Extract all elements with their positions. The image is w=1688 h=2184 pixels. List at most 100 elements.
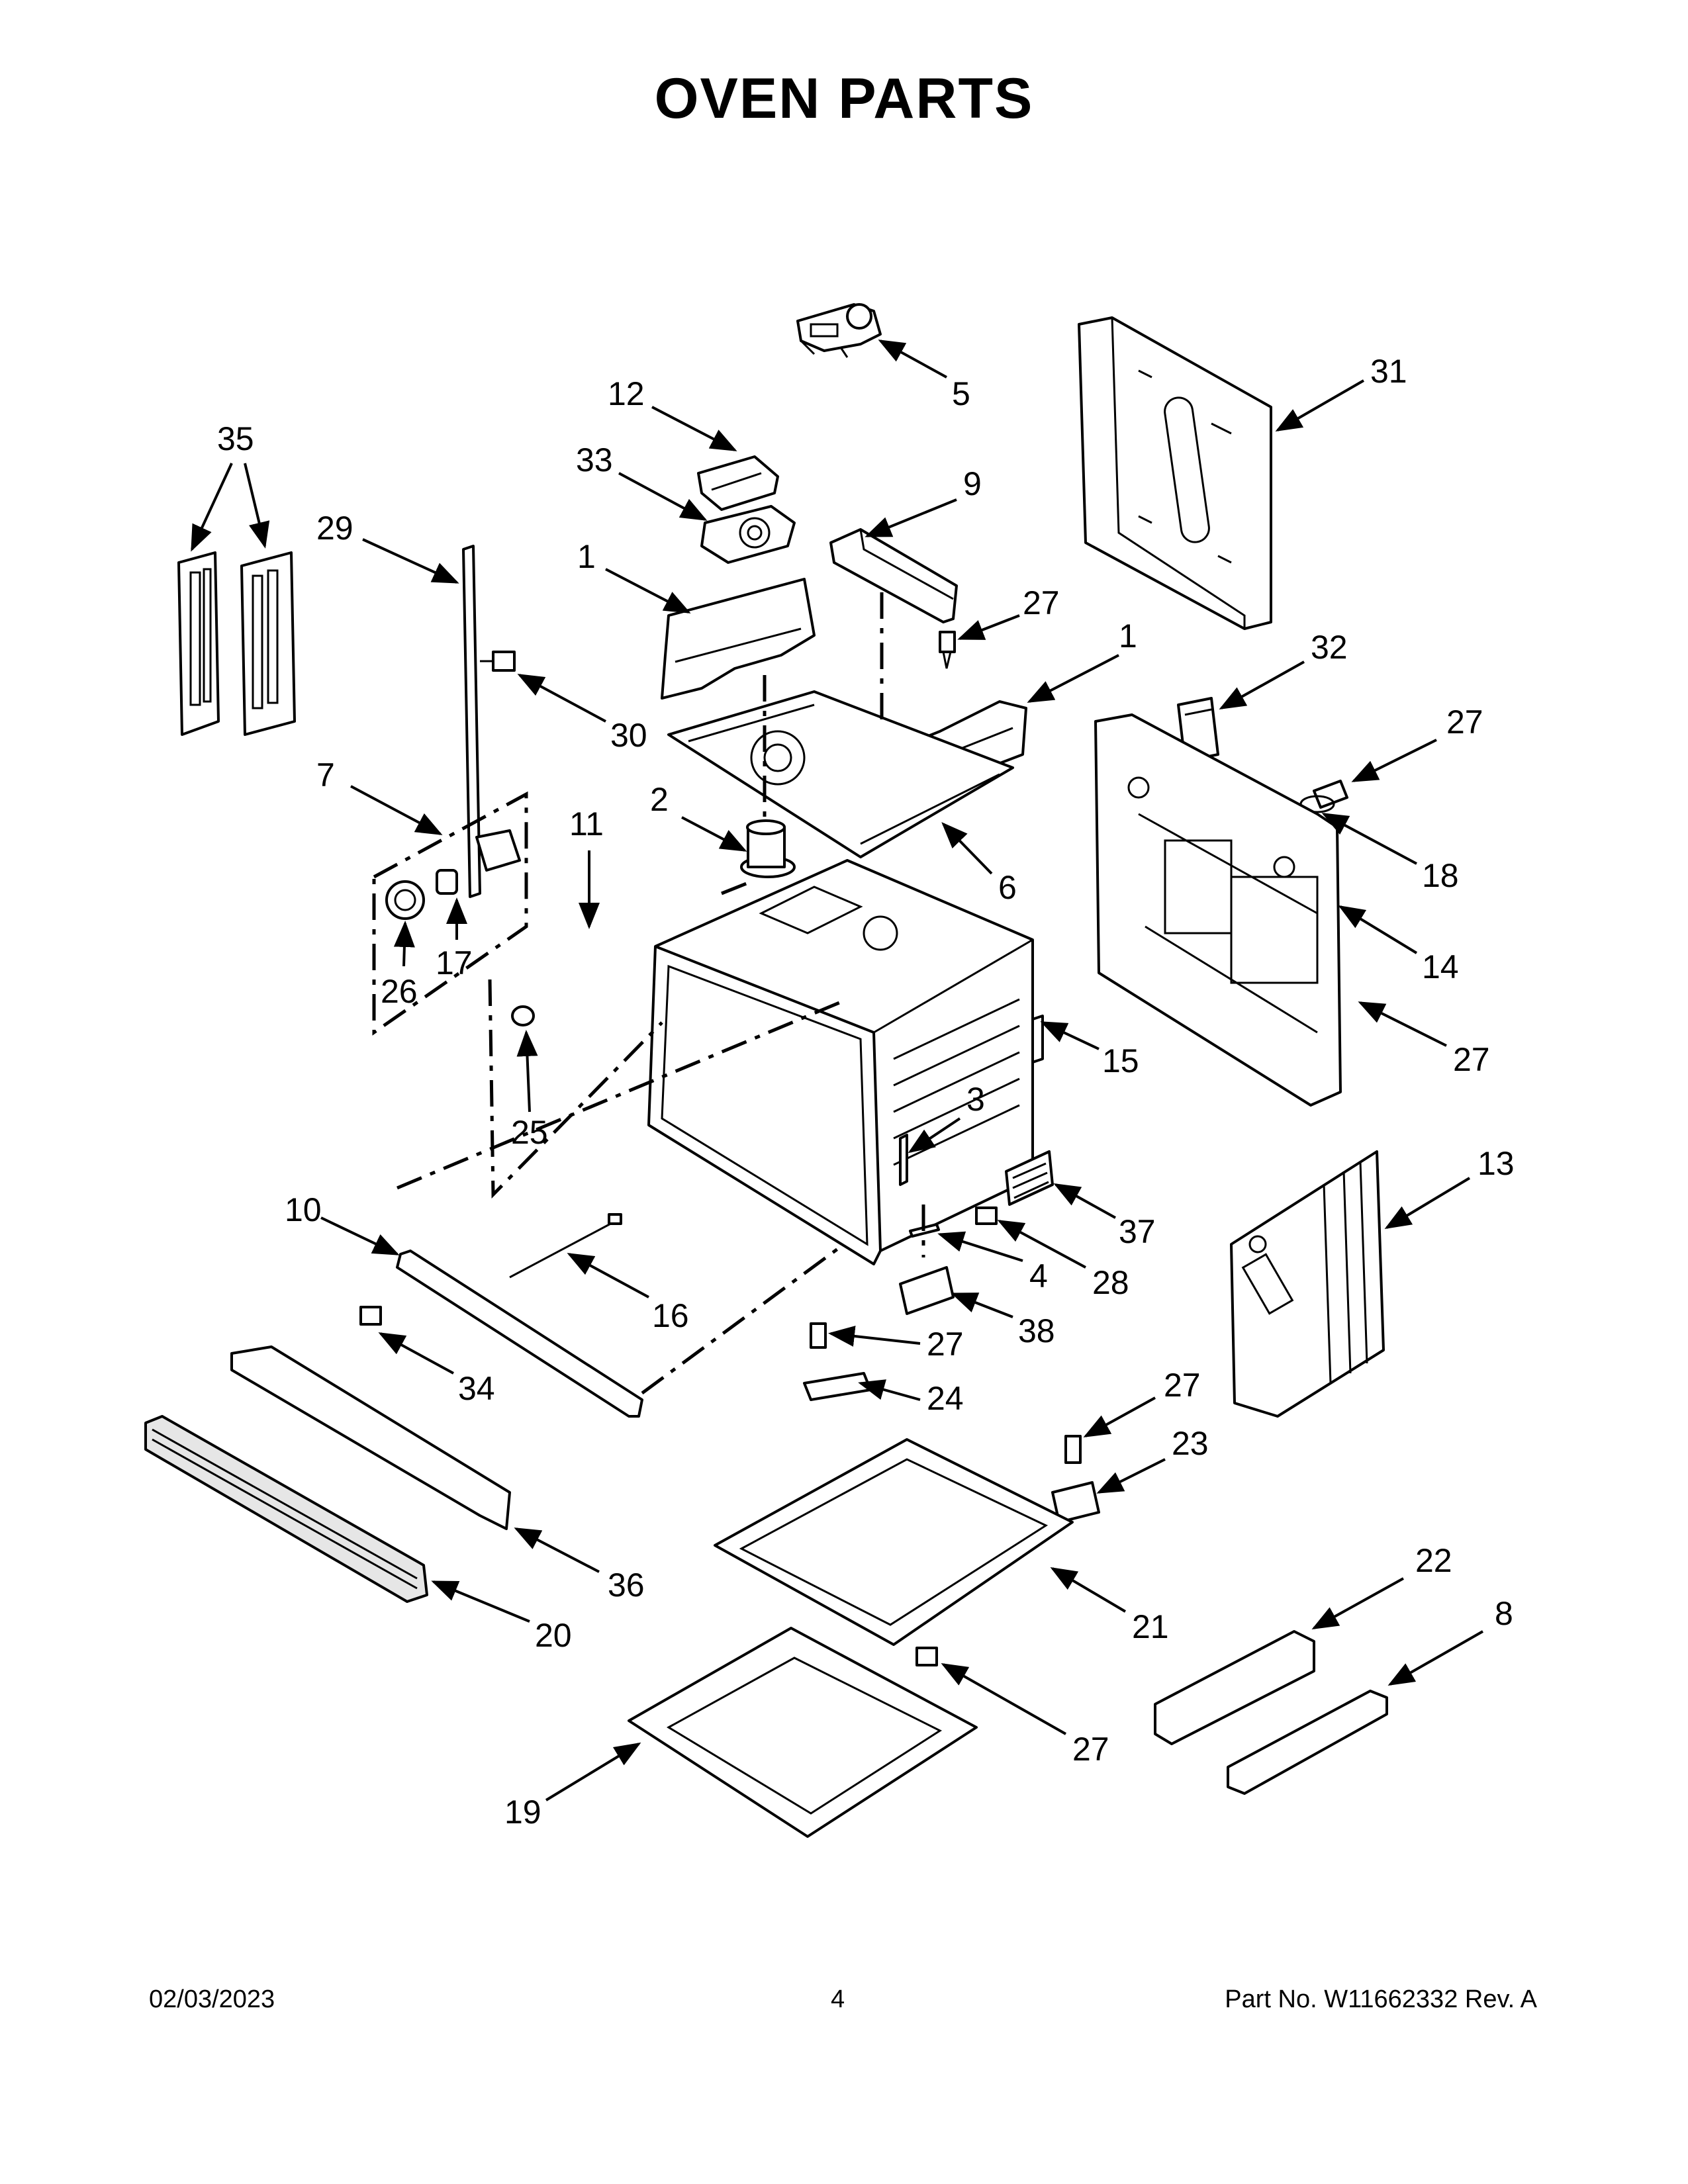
part-23-bracket (1051, 1435, 1100, 1524)
part-30-screw (480, 651, 516, 672)
svg-text:14: 14 (1422, 948, 1459, 985)
part-29-gasket-strip (462, 545, 481, 898)
footer-page-number: 4 (831, 1985, 845, 2013)
svg-text:19: 19 (504, 1794, 541, 1831)
svg-text:8: 8 (1495, 1595, 1513, 1632)
page-title: OVEN PARTS (654, 67, 1034, 130)
callout-18: 18 (1321, 813, 1459, 894)
part-33-fan-shroud (700, 505, 796, 564)
svg-text:24: 24 (927, 1380, 964, 1417)
svg-text:25: 25 (511, 1114, 548, 1151)
callout-35: 35 (191, 420, 270, 552)
svg-text:38: 38 (1018, 1312, 1055, 1349)
callout-29: 29 (316, 510, 459, 584)
svg-text:36: 36 (608, 1567, 645, 1604)
svg-text:29: 29 (316, 510, 353, 547)
svg-text:1: 1 (577, 538, 596, 575)
svg-text:35: 35 (217, 420, 254, 457)
callout-6: 6 (941, 822, 1017, 906)
svg-text:20: 20 (535, 1617, 572, 1654)
callout-37: 37 (1053, 1183, 1156, 1250)
callout-38: 38 (951, 1293, 1055, 1349)
part-8-rail (1227, 1690, 1388, 1795)
callout-13: 13 (1384, 1145, 1515, 1230)
svg-text:11: 11 (569, 805, 604, 842)
part-25-plug (511, 1005, 535, 1026)
callout-12: 12 (608, 375, 737, 451)
callout-33: 33 (576, 441, 708, 521)
part-11-oven-cavity (647, 859, 1034, 1265)
svg-text:21: 21 (1132, 1608, 1169, 1645)
part-28-screw (975, 1206, 998, 1225)
part-7-knob-assembly (385, 829, 521, 920)
callout-3: 3 (908, 1081, 985, 1154)
callout-4: 4 (937, 1231, 1048, 1295)
part-38-bracket (899, 1266, 955, 1315)
part-36-lower-trim (230, 1345, 511, 1530)
part-34-screw (359, 1306, 382, 1326)
svg-text:10: 10 (285, 1191, 322, 1228)
callout-15: 15 (1040, 1021, 1139, 1079)
svg-text:3: 3 (966, 1081, 985, 1118)
callout-30: 30 (517, 674, 647, 754)
svg-text:23: 23 (1172, 1425, 1209, 1462)
callout-34: 34 (378, 1332, 495, 1407)
part-21-bottom-frame (714, 1438, 1074, 1646)
callout-23: 23 (1096, 1425, 1209, 1494)
part-12-bracket (697, 455, 779, 511)
svg-text:34: 34 (458, 1370, 495, 1407)
part-9-top-bracket (829, 528, 958, 623)
part-14-side-panel (1094, 713, 1342, 1107)
callout-1a: 1 (577, 538, 691, 614)
callouts: 5 31 12 35 33 9 29 1 27 1 32 30 27 7 2 1… (191, 340, 1515, 1831)
part-27-screw-lower (915, 1647, 938, 1666)
part-37-vent-filter (1005, 1150, 1054, 1206)
callout-8: 8 (1387, 1595, 1513, 1686)
callout-5: 5 (878, 340, 970, 412)
callout-16: 16 (567, 1253, 689, 1334)
callout-27c: 27 (1358, 1001, 1490, 1078)
svg-text:13: 13 (1477, 1145, 1515, 1182)
callout-24: 24 (858, 1379, 964, 1417)
callout-21: 21 (1050, 1567, 1169, 1645)
part-6-top-plate (667, 690, 1014, 858)
callout-27e: 27 (1083, 1367, 1201, 1437)
svg-text:27: 27 (1453, 1041, 1490, 1078)
svg-text:31: 31 (1370, 353, 1407, 390)
svg-text:32: 32 (1311, 629, 1348, 666)
svg-text:16: 16 (652, 1297, 689, 1334)
svg-text:1: 1 (1119, 617, 1137, 655)
part-16-sensor-probe (509, 1213, 622, 1279)
part-24-bracket (803, 1322, 872, 1401)
callout-2: 2 (650, 781, 747, 852)
part-2-convection-fan (740, 819, 796, 878)
callout-27a: 27 (957, 584, 1060, 640)
part-19-bottom-panel (628, 1627, 978, 1838)
callout-31: 31 (1275, 353, 1407, 432)
svg-text:27: 27 (927, 1326, 964, 1363)
svg-text:27: 27 (1446, 704, 1483, 741)
svg-text:17: 17 (436, 944, 473, 981)
part-10-front-trim (396, 1250, 643, 1418)
callout-36: 36 (514, 1527, 645, 1604)
svg-text:2: 2 (650, 781, 669, 818)
footer-date: 02/03/2023 (149, 1985, 275, 2013)
callout-1b: 1 (1027, 617, 1137, 703)
svg-text:12: 12 (608, 375, 645, 412)
callout-25: 25 (511, 1030, 548, 1151)
callout-27b: 27 (1351, 704, 1483, 782)
callout-7: 7 (316, 756, 443, 835)
footer-part-number: Part No. W11662332 Rev. A (1225, 1985, 1537, 2013)
part-27-screw-right (1299, 780, 1348, 813)
callout-20: 20 (431, 1580, 572, 1654)
svg-text:26: 26 (381, 973, 418, 1010)
part-5-latch-assembly (796, 303, 882, 358)
svg-text:30: 30 (610, 717, 647, 754)
svg-text:7: 7 (316, 756, 335, 794)
svg-text:6: 6 (998, 869, 1017, 906)
part-27-screw (939, 631, 956, 669)
part-22-rail (1154, 1630, 1315, 1745)
callout-14: 14 (1338, 905, 1459, 985)
callout-11: 11 (569, 805, 604, 929)
